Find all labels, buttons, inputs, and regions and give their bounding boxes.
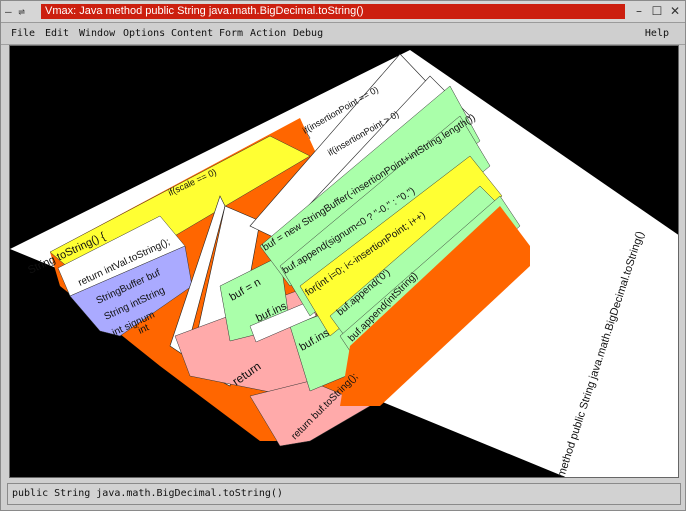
menu-content[interactable]: Content xyxy=(171,28,214,39)
return-buf-block xyxy=(249,380,371,447)
menu-file[interactable]: File xyxy=(11,28,36,39)
menu-edit[interactable]: Edit xyxy=(45,28,70,39)
maximize-icon[interactable]: ☐ xyxy=(651,4,663,18)
label-int: int xyxy=(137,322,151,337)
status-bar: public String java.math.BigDecimal.toStr… xyxy=(7,483,681,505)
3d-view-canvas[interactable]: String toString() { if(scale == 0) retur… xyxy=(9,45,679,478)
menu-action[interactable]: Action xyxy=(250,28,287,39)
method-structure-view: String toString() { if(scale == 0) retur… xyxy=(10,50,678,477)
title-bar: — ⇌ Vmax: Java method public String java… xyxy=(1,1,685,23)
right-orange-side xyxy=(340,206,530,406)
buf-ins-white xyxy=(249,300,317,343)
menu-bar: File Edit Window Options Content Form Ac… xyxy=(1,23,685,45)
declarations-block xyxy=(69,245,193,337)
menu-window[interactable]: Window xyxy=(79,28,116,39)
buf-new-block xyxy=(259,85,481,287)
window-title: Vmax: Java method public String java.mat… xyxy=(41,4,625,19)
window-menu-icon[interactable]: — ⇌ xyxy=(5,5,25,18)
for-loop-block xyxy=(299,155,503,337)
window-controls: – ☐ ✕ xyxy=(633,4,681,19)
menu-debug[interactable]: Debug xyxy=(293,28,324,39)
menu-form[interactable]: Form xyxy=(219,28,244,39)
minimize-icon[interactable]: – xyxy=(636,4,642,18)
close-icon[interactable]: ✕ xyxy=(669,4,681,18)
menu-help[interactable]: Help xyxy=(644,28,669,39)
menu-options[interactable]: Options xyxy=(123,28,166,39)
